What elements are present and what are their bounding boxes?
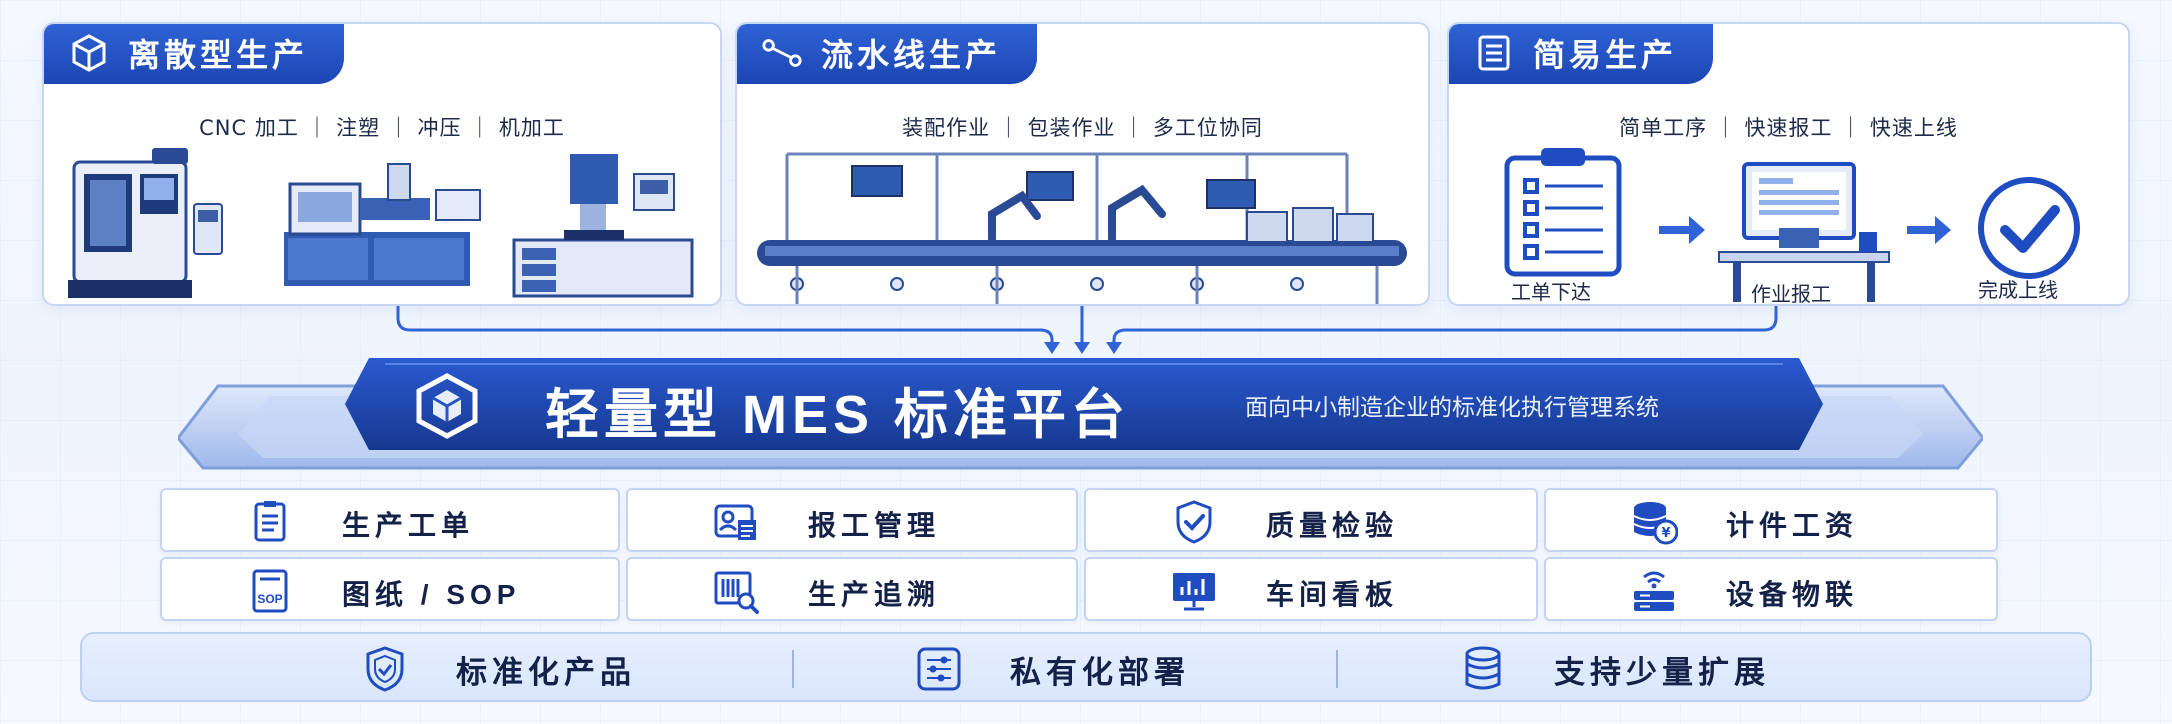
panel-title: 离散型生产 (128, 37, 309, 73)
panel-tab-simple: 简易生产 (1449, 24, 1714, 84)
feature-divider (1336, 650, 1338, 688)
barcode-search-icon (714, 571, 759, 614)
flow-arrow-icon (1659, 216, 1705, 244)
step-label-complete: 完成上线 (1978, 278, 2058, 302)
module-label: 生产工单 (342, 510, 475, 541)
svg-text:¥: ¥ (1661, 526, 1670, 541)
module-label: 报工管理 (808, 510, 941, 541)
flow-arrow-icon (1907, 216, 1951, 244)
panel-tab-assembly-line: 流水线生产 (737, 24, 1038, 84)
dashboard-monitor-icon (1173, 573, 1215, 611)
sop-document-icon: SOP (252, 569, 288, 613)
feature-bar: 标准化产品 私有化部署 支持少量扩展 (80, 632, 2092, 702)
work-order-icon (254, 501, 286, 542)
cube-icon (68, 32, 110, 74)
iot-device-icon (1634, 571, 1674, 611)
feature-limited-extension: 支持少量扩展 (1458, 642, 1770, 696)
conveyor-icon (761, 32, 803, 74)
module-label: 图纸 / SOP (342, 579, 521, 610)
stamping-press-image (512, 154, 694, 298)
module-label: 计件工资 (1726, 510, 1859, 541)
simple-flow-illustration (1504, 148, 2080, 302)
feature-standard-product: 标准化产品 (360, 642, 636, 696)
step-label-report: 作业报工 (1751, 282, 1831, 306)
module-production-order[interactable]: 生产工单 (160, 488, 620, 552)
module-quality-inspection[interactable]: 质量检验 (1084, 488, 1538, 552)
feature-divider (792, 650, 794, 688)
sliders-icon (917, 647, 961, 691)
panel-title: 简易生产 (1533, 37, 1678, 73)
database-icon (1465, 646, 1501, 690)
shield-check-icon (1176, 500, 1212, 544)
checklist-icon (1473, 32, 1515, 74)
panel-subtitle: 简单工序 ｜ 快速报工 ｜ 快速上线 (1619, 116, 1958, 140)
panel-assembly-line-production: 流水线生产 装配作业 ｜ 包装作业 ｜ 多工位协同 (735, 22, 1430, 306)
cnc-machine-image (68, 148, 223, 298)
feature-label: 私有化部署 (1010, 654, 1190, 690)
feature-label: 支持少量扩展 (1554, 654, 1770, 690)
assembly-line-illustration (757, 152, 1407, 304)
feature-label: 标准化产品 (456, 654, 636, 690)
panel-tab-discrete: 离散型生产 (44, 24, 345, 84)
platform-banner: 轻量型 MES 标准平台 面向中小制造企业的标准化执行管理系统 (345, 358, 1823, 450)
panel-simple-production: 简易生产 简单工序 ｜ 快速报工 ｜ 快速上线 (1447, 22, 2130, 306)
platform-subtitle: 面向中小制造企业的标准化执行管理系统 (1245, 395, 1659, 421)
module-label: 车间看板 (1266, 579, 1399, 610)
workstation-image (1718, 162, 1890, 302)
shield-badge-icon (366, 646, 404, 692)
check-circle-image (1978, 177, 2080, 279)
panel-title: 流水线生产 (821, 37, 1002, 73)
panel-subtitle: 装配作业 ｜ 包装作业 ｜ 多工位协同 (902, 116, 1263, 140)
step-label-dispatch: 工单下达 (1511, 280, 1591, 304)
panel-subtitle: CNC 加工 ｜ 注塑 ｜ 冲压 ｜ 机加工 (199, 116, 565, 140)
module-drawing-sop[interactable]: SOP 图纸 / SOP (160, 557, 620, 621)
module-piece-rate-wage[interactable]: ¥ 计件工资 (1544, 488, 1998, 552)
module-label: 生产追溯 (808, 579, 941, 610)
injection-molding-machine-image (284, 163, 481, 286)
module-production-traceability[interactable]: 生产追溯 (626, 557, 1078, 621)
module-label: 设备物联 (1726, 579, 1859, 610)
platform-cube-icon (416, 373, 478, 439)
coin-stack-icon: ¥ (1633, 502, 1678, 545)
module-report-management[interactable]: 报工管理 (626, 488, 1078, 552)
report-card-icon (714, 504, 756, 540)
platform-title: 轻量型 MES 标准平台 (545, 385, 1131, 445)
module-workshop-dashboard[interactable]: 车间看板 (1084, 557, 1538, 621)
svg-text:SOP: SOP (257, 592, 282, 606)
module-label: 质量检验 (1266, 510, 1399, 541)
panel-discrete-production: 离散型生产 CNC 加工 ｜ 注塑 ｜ 冲压 ｜ 机加工 (42, 22, 722, 306)
clipboard-image (1504, 148, 1622, 277)
module-equipment-iot[interactable]: 设备物联 (1544, 557, 1998, 621)
discrete-machines-illustration (68, 148, 694, 298)
feature-private-deployment: 私有化部署 (914, 642, 1190, 696)
